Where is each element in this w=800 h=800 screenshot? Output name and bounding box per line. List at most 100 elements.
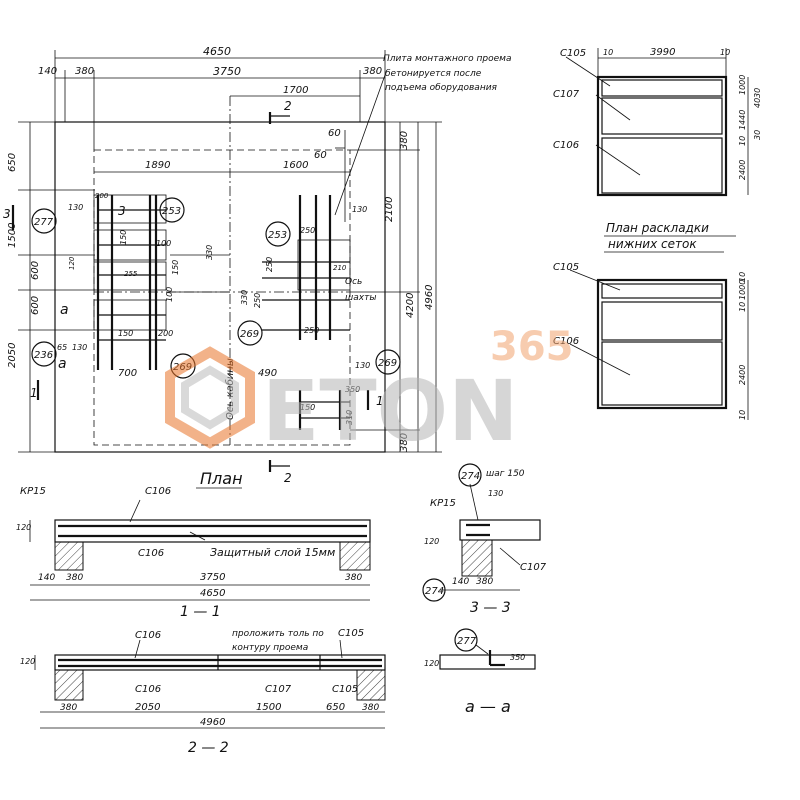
watermark-eton: ETON [262, 362, 518, 460]
s22-dim-1500: 1500 [256, 702, 281, 713]
s22-note-2: контуру проема [232, 643, 308, 653]
section-mark-3b: 3 [118, 204, 126, 218]
inner-dim-100b: 100 [165, 287, 174, 302]
s22-dim-650: 650 [326, 702, 345, 713]
s22-c106-bot: С106 [135, 684, 161, 695]
plan-note-3: подъема оборудования [385, 83, 498, 93]
layout2-dim-10a: 10 [738, 272, 747, 282]
section-1-1 [29, 499, 371, 601]
marker-269a: 269 [240, 329, 259, 340]
s33-step: шаг 150 [486, 469, 525, 479]
plan-view [11, 50, 442, 472]
section-mark-2-top: 2 [284, 99, 292, 113]
rebar-group-right [262, 130, 351, 430]
layout-dim-1000: 1000 [738, 75, 747, 95]
inner-dim-330b: 330 [240, 290, 249, 305]
label-c105-bot: С105 [553, 262, 579, 273]
layout-dim-10a: 10 [603, 48, 613, 57]
s22-c107: С107 [265, 684, 292, 695]
inner-dim-310: 310 [345, 410, 354, 425]
section-3-3-texts: 274 шаг 150 КР15 130 С107 274 120 140 38… [424, 469, 547, 616]
inner-dim-490: 490 [258, 368, 277, 379]
s22-c106-top: С106 [135, 630, 161, 641]
s22-c105-bot: С105 [332, 684, 358, 695]
axis-shaft-label-1: Ось [345, 277, 362, 287]
s11-kr15: КР15 [20, 486, 46, 497]
layout-dim-2400: 2400 [738, 160, 747, 180]
layout-title-1: План раскладки [606, 221, 709, 235]
inner-dim-250d: 250 [253, 293, 262, 308]
inner-dim-200b: 200 [158, 329, 173, 338]
s11-dim-120: 120 [16, 523, 31, 532]
s11-dim-140: 140 [38, 573, 55, 583]
layout-dim-10c: 10 [738, 136, 747, 146]
dim-60a: 60 [328, 128, 341, 139]
layout-dim-30b: 30 [753, 130, 762, 140]
s33-marker-274a: 274 [461, 471, 480, 482]
section-1-1-texts: КР15 С106 С106 Защитный слой 15мм 120 14… [16, 486, 362, 620]
inner-dim-330a: 330 [205, 245, 214, 260]
dim-2050: 2050 [7, 343, 18, 368]
dim-2100: 2100 [384, 197, 395, 222]
s22-c105-top: С105 [338, 628, 364, 639]
saa-title: а — а [465, 697, 511, 716]
inner-dim-250c: 250 [304, 326, 319, 335]
dim-380-r: 380 [363, 66, 382, 77]
section-a-a-texts: 277 120 350 а — а [424, 636, 525, 716]
s33-dim-140: 140 [452, 577, 469, 587]
inner-dim-350: 350 [345, 385, 360, 394]
inner-dim-700: 700 [118, 368, 137, 379]
section-3-3 [422, 463, 541, 602]
inner-dim-200: 200 [95, 192, 109, 200]
layout2-dim-1000: 1000 [738, 280, 747, 300]
section-mark-3: 3 [3, 207, 11, 221]
layout2-dim-10b: 10 [738, 302, 747, 312]
dim-380-rb: 380 [399, 433, 410, 452]
dim-3750: 3750 [213, 65, 241, 78]
inner-dim-130c: 130 [352, 205, 367, 214]
s11-dim-380r: 380 [345, 573, 362, 583]
layout-dim-40: 40 [753, 98, 762, 108]
mesh-layout-texts: 10 3990 10 1000 30 40 1440 10 30 2400 С1… [553, 47, 762, 420]
s11-c106-bot: С106 [138, 548, 164, 559]
layout2-dim-2400: 2400 [738, 365, 747, 385]
layout-dim-3990: 3990 [650, 47, 675, 58]
mesh-layout-plan [565, 48, 749, 420]
s22-title: 2 — 2 [188, 740, 229, 756]
axis-shaft-label-2: шахты [345, 293, 376, 303]
marker-277: 277 [34, 217, 54, 228]
section-mark-a2: a [58, 356, 67, 372]
watermark-logo: 365 ETON [165, 324, 574, 460]
inner-dim-150d: 150 [300, 403, 315, 412]
dim-130l: 130 [72, 343, 87, 352]
s11-dim-380l: 380 [66, 573, 83, 583]
rebar-group-left [93, 194, 230, 370]
saa-dim-350: 350 [510, 653, 525, 662]
inner-dim-250b: 250 [265, 257, 274, 272]
saa-marker-277: 277 [457, 636, 477, 647]
s33-dim-120: 120 [424, 537, 439, 546]
dim-380-rt: 380 [399, 131, 410, 150]
layout2-dim-10c: 10 [738, 410, 747, 420]
section-mark-2-bot: 2 [284, 471, 292, 485]
section-mark-1b: 1 [376, 394, 384, 408]
s11-c106-top: С106 [145, 486, 171, 497]
dim-4200: 4200 [405, 293, 416, 318]
plan-title: План [200, 469, 243, 488]
inner-dim-130a: 130 [68, 203, 83, 212]
plan-texts: 4650 140 380 3750 380 1700 1890 1600 60 … [3, 45, 511, 489]
section-a-a [439, 628, 536, 670]
dim-600a: 600 [30, 261, 41, 280]
plan-note-1: Плита монтажного проема [383, 54, 511, 64]
dim-1500: 1500 [7, 223, 18, 248]
inner-dim-100: 100 [156, 239, 171, 248]
watermark-365: 365 [490, 324, 574, 370]
layout-dim-1440: 1440 [738, 110, 747, 130]
dim-600b: 600 [30, 296, 41, 315]
inner-dim-120: 120 [68, 256, 76, 270]
dim-650: 650 [7, 153, 18, 172]
dim-65: 65 [57, 343, 67, 352]
plan-note-2: бетонируется после [385, 69, 482, 79]
section-2-2-texts: С106 проложить толь по контуру проема С1… [20, 628, 379, 756]
dim-4650: 4650 [203, 45, 231, 58]
